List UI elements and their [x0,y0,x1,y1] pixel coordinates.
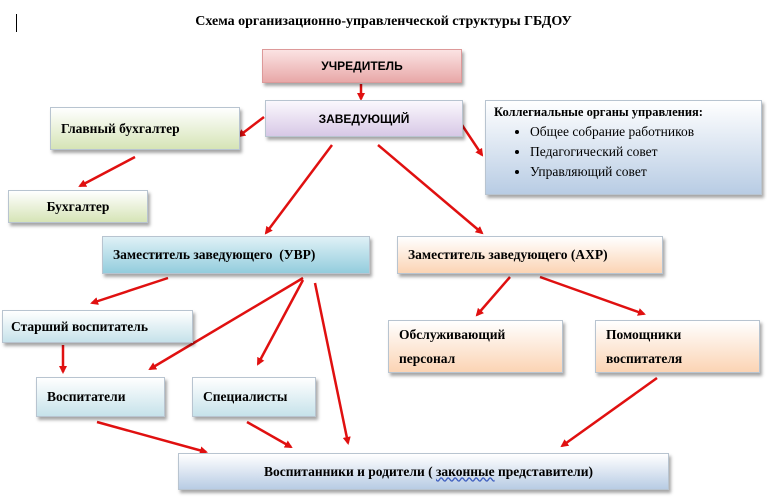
arrow-assistants-pupils [560,376,658,448]
collegial-item: Педагогический совет [530,144,753,160]
box-accountant: Бухгалтер [8,190,148,223]
collegial-item: Общее собрание работников [530,124,753,140]
spellcheck-word: законные [435,463,495,479]
box-senior-teacher: Старший воспитатель [2,310,193,343]
accountant-label: Бухгалтер [46,198,110,214]
arrow-uvr-teachers [148,276,304,371]
pupils-parents-text: Воспитанники и родители ( [264,463,436,479]
collegial-list: Общее собрание работников Педагогический… [494,124,753,180]
box-service-staff: Обслуживающий персонал [388,320,563,373]
specialists-label: Специалисты [203,389,288,404]
text-cursor [16,14,17,32]
arrow-ahr-assistants [539,275,646,316]
arrow-head-chief-accountant [237,116,265,138]
deputy-uvr-label: Заместитель заведующего (УВР) [113,247,316,262]
arrow-specialists-pupils [246,420,293,449]
box-collegial: Коллегиальные органы управления: Общее с… [485,100,762,195]
box-head: ЗАВЕДУЮЩИЙ [265,100,463,137]
pupils-parents-text-end: представители) [494,463,593,479]
collegial-heading: Коллегиальные органы управления: [494,105,703,119]
box-deputy-ahr: Заместитель заведующего (АХР) [397,236,663,274]
senior-teacher-label: Старший воспитатель [11,318,148,334]
chief-accountant-label: Главный бухгалтер [61,120,180,136]
box-pupils-parents: Воспитанники и родители ( законные предс… [178,453,669,490]
box-teachers: Воспитатели [36,377,165,417]
box-deputy-uvr: Заместитель заведующего (УВР) [102,236,370,274]
arrow-uvr-senior [90,276,169,305]
arrow-head-uvr [264,144,333,235]
teachers-label: Воспитатели [47,389,126,404]
collegial-item: Управляющий совет [530,164,753,180]
founder-label: УЧРЕДИТЕЛЬ [321,59,403,73]
pupils-parents-label: Воспитанники и родители ( законные предс… [264,464,593,480]
arrow-teachers-pupils [96,420,208,455]
box-assistants: Помощники воспитателя [595,320,760,373]
box-founder: УЧРЕДИТЕЛЬ [262,49,462,83]
arrow-head-collegial [458,121,484,157]
box-specialists: Специалисты [192,377,316,417]
arrow-chief-accountant-accountant [78,155,136,188]
arrow-uvr-specialists [256,279,305,366]
assistants-label: Помощники воспитателя [606,326,683,366]
arrow-head-ahr [377,144,484,235]
deputy-ahr-label: Заместитель заведующего (АХР) [408,247,608,262]
diagram-title: Схема организационно-управленческой стру… [195,14,572,29]
arrow-ahr-service [475,276,511,317]
box-chief-accountant: Главный бухгалтер [50,107,240,150]
arrow-uvr-pupils [313,282,351,445]
head-label: ЗАВЕДУЮЩИЙ [318,111,410,126]
service-staff-label: Обслуживающий персонал [399,326,506,366]
